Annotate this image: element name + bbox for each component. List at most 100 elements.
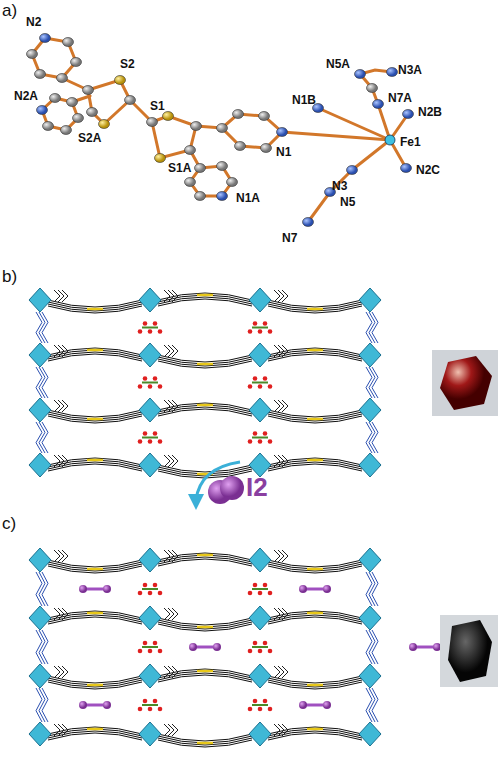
oxygen bbox=[158, 649, 163, 654]
atom bbox=[99, 120, 110, 129]
atom bbox=[87, 108, 98, 117]
sulfur-bond bbox=[87, 568, 103, 571]
oxygen bbox=[153, 583, 158, 588]
oxygen bbox=[253, 431, 258, 436]
oxygen bbox=[143, 583, 148, 588]
thiocyanate-link bbox=[372, 312, 378, 343]
pyridyl bbox=[282, 550, 288, 562]
atom bbox=[71, 58, 82, 67]
oxygen bbox=[248, 649, 253, 654]
atom bbox=[115, 76, 126, 85]
ligand-chain bbox=[158, 559, 252, 566]
solvent bbox=[252, 588, 268, 590]
atom-label: N5A bbox=[326, 58, 350, 70]
sulfur-bond bbox=[307, 684, 323, 687]
ligand-chain bbox=[268, 566, 362, 573]
ligand-chain bbox=[158, 740, 252, 747]
oxygen bbox=[148, 439, 153, 444]
fe-octahedron bbox=[29, 398, 51, 422]
oxygen bbox=[148, 707, 153, 712]
oxygen bbox=[153, 376, 158, 381]
solvent bbox=[252, 646, 268, 648]
iodine-atom bbox=[79, 585, 87, 593]
atom bbox=[217, 124, 228, 133]
solvent bbox=[142, 704, 158, 706]
thiocyanate-link bbox=[42, 572, 48, 606]
oxygen bbox=[258, 591, 263, 596]
oxygen bbox=[158, 439, 163, 444]
oxygen bbox=[138, 707, 143, 712]
iodine-atom bbox=[79, 701, 87, 709]
fe-octahedron bbox=[249, 398, 271, 422]
sulfur-bond bbox=[197, 404, 213, 407]
atom bbox=[355, 70, 366, 79]
atom bbox=[27, 50, 38, 59]
thiocyanate-link bbox=[366, 630, 372, 664]
oxygen bbox=[143, 699, 148, 704]
solvent bbox=[252, 327, 268, 329]
solvent bbox=[252, 704, 268, 706]
atom bbox=[163, 112, 174, 121]
pyridyl bbox=[282, 455, 288, 467]
fe-octahedron bbox=[249, 722, 271, 746]
thiocyanate-link bbox=[366, 572, 372, 606]
oxygen bbox=[148, 384, 153, 389]
pyridyl bbox=[62, 724, 68, 736]
fe-octahedron bbox=[359, 722, 381, 746]
atom bbox=[35, 70, 46, 79]
pyridyl bbox=[62, 608, 68, 620]
iodine-atom bbox=[103, 585, 111, 593]
oxygen bbox=[248, 439, 253, 444]
thiocyanate-link bbox=[42, 630, 48, 664]
oxygen bbox=[258, 707, 263, 712]
ligand-chain bbox=[268, 733, 362, 740]
atom-label: S1A bbox=[168, 162, 191, 174]
atom-label: N2B bbox=[418, 106, 442, 118]
atom-label: N1 bbox=[276, 146, 291, 158]
iodine-atom bbox=[433, 643, 441, 651]
panel-label: a) bbox=[2, 2, 17, 19]
atom bbox=[61, 126, 72, 135]
pyridyl bbox=[172, 550, 178, 562]
fe-octahedron bbox=[29, 548, 51, 572]
oxygen bbox=[268, 439, 273, 444]
atom-label: S1 bbox=[150, 100, 165, 112]
atom bbox=[387, 68, 398, 77]
pyridyl bbox=[172, 455, 178, 467]
oxygen bbox=[153, 431, 158, 436]
oxygen bbox=[253, 321, 258, 326]
fe-octahedron bbox=[359, 398, 381, 422]
oxygen bbox=[268, 384, 273, 389]
sulfur-bond bbox=[87, 728, 103, 731]
iodine-atom bbox=[103, 701, 111, 709]
sulfur-bond bbox=[197, 742, 213, 745]
thiocyanate-link bbox=[372, 688, 378, 722]
ligand-chain bbox=[48, 354, 142, 361]
sulfur-bond bbox=[87, 308, 103, 311]
atom-label: N3A bbox=[398, 64, 422, 76]
iodine-atom bbox=[299, 585, 307, 593]
oxygen bbox=[138, 384, 143, 389]
oxygen bbox=[263, 431, 268, 436]
ligand-chain bbox=[268, 354, 362, 361]
sulfur-bond bbox=[197, 294, 213, 297]
thiocyanate-link bbox=[36, 312, 42, 343]
fe-octahedron bbox=[359, 288, 381, 312]
pyridyl bbox=[172, 666, 178, 678]
fe-octahedron bbox=[139, 664, 161, 688]
oxygen bbox=[253, 376, 258, 381]
atom bbox=[83, 86, 94, 95]
oxygen bbox=[148, 329, 153, 334]
atom bbox=[373, 100, 384, 109]
iodine-atom bbox=[189, 643, 197, 651]
ligand-chain bbox=[48, 617, 142, 624]
oxygen bbox=[158, 384, 163, 389]
sulfur-bond bbox=[87, 349, 103, 352]
iodine-atom bbox=[213, 643, 221, 651]
oxygen bbox=[143, 376, 148, 381]
sulfur-bond bbox=[197, 670, 213, 673]
atom bbox=[185, 146, 196, 155]
panel-label: c) bbox=[2, 515, 16, 532]
fe-octahedron bbox=[139, 288, 161, 312]
oxygen bbox=[263, 376, 268, 381]
